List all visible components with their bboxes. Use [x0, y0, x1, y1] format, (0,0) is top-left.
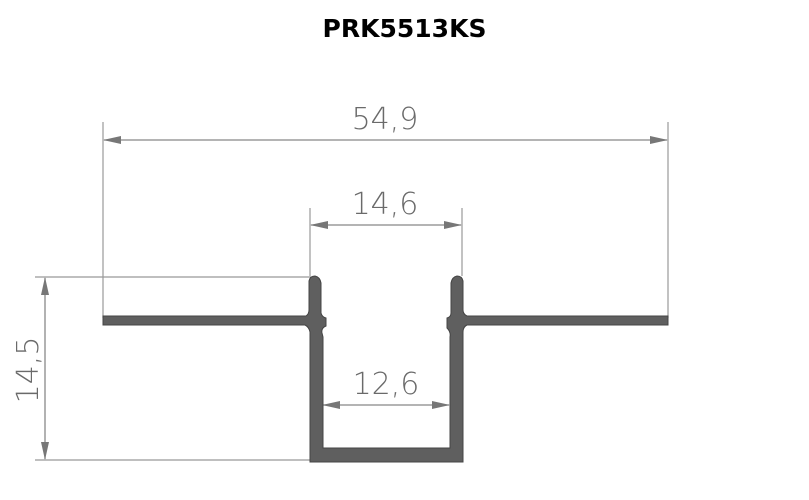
- dimension-inner-channel-width: 12,6: [353, 367, 420, 402]
- aluminium-profile-shape: [102, 275, 669, 463]
- dimension-total-width: 54,9: [352, 102, 419, 137]
- dimension-height: 14,5: [11, 337, 46, 404]
- dimension-outer-channel-width: 14,6: [352, 187, 419, 222]
- profile-title: PRK5513KS: [322, 14, 487, 43]
